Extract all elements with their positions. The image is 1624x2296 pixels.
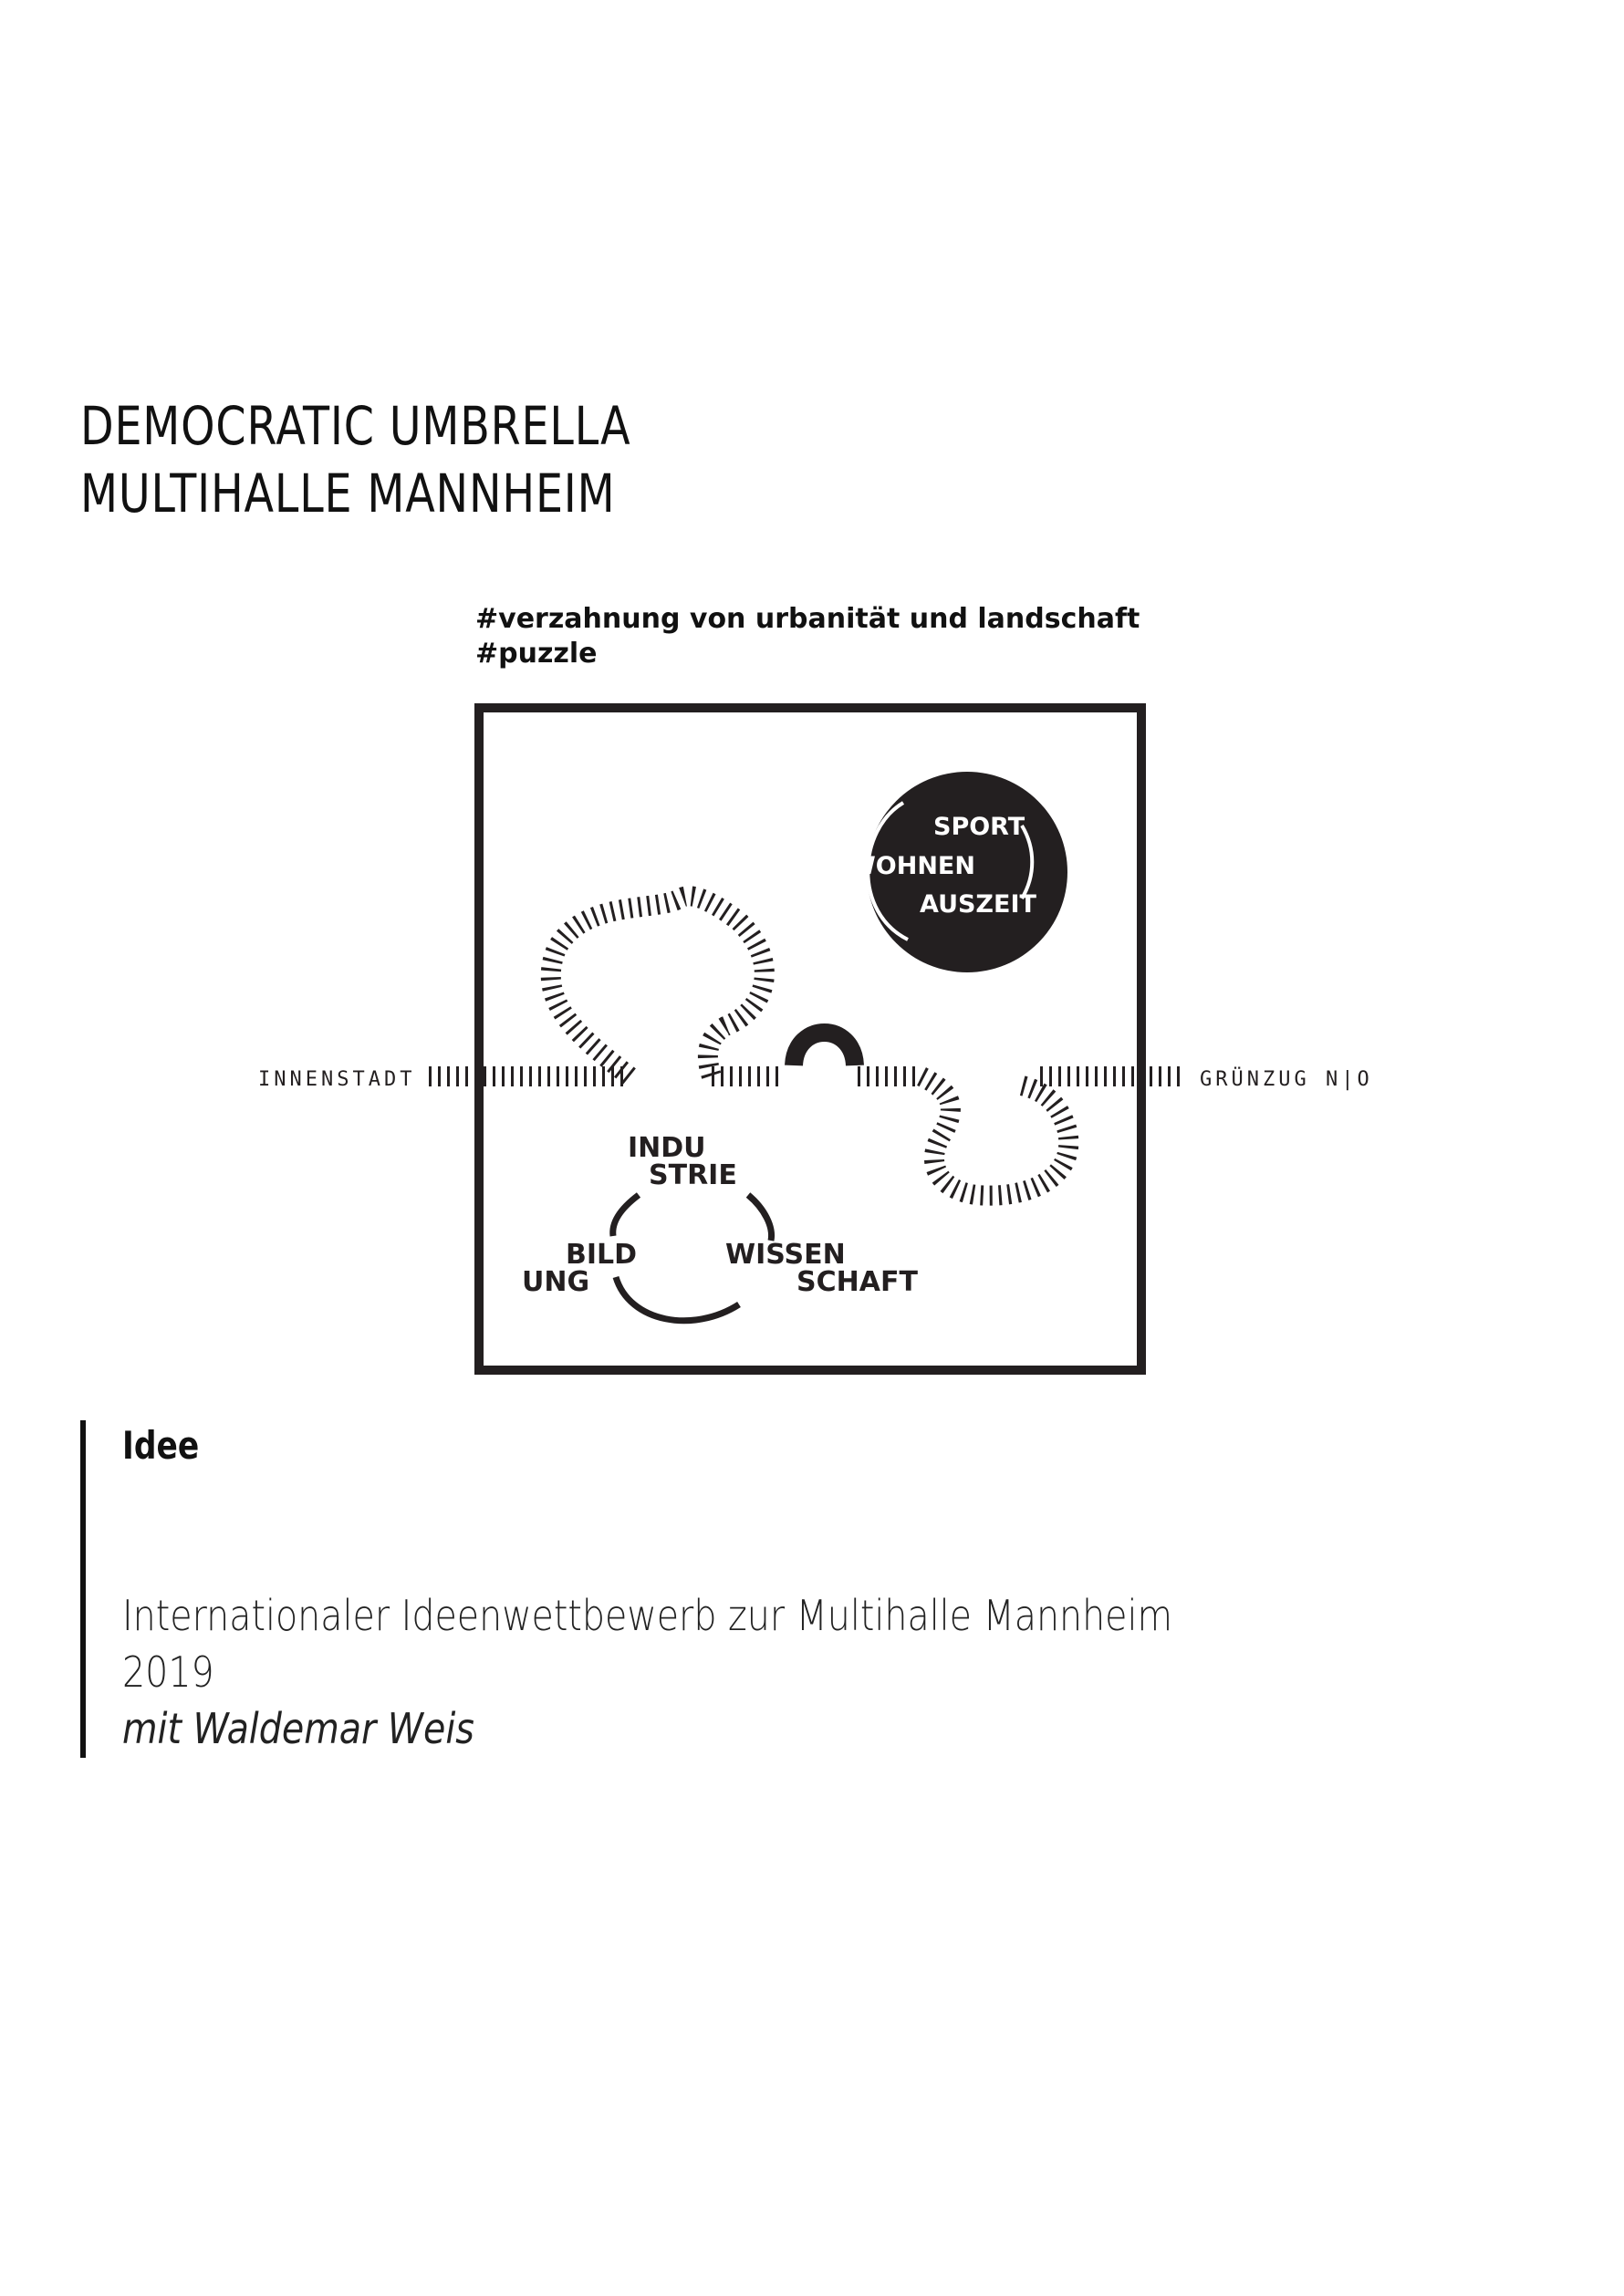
word-auszeit: AUSZEIT [920,890,1037,919]
word-ung: UNG [522,1266,589,1298]
blob-path-left [540,886,775,1085]
triad-arc-left [609,1192,641,1237]
page-title: DEMOCRATIC UMBRELLA MULTIHALLE MANNHEIM [80,392,630,527]
project-year: 2019 [122,1647,214,1697]
diagram-frame [474,703,1146,1375]
leisure-circle-ring [866,801,909,941]
section-accent-bar [80,1420,86,1758]
word-strie: STRIE [649,1159,737,1191]
blob-path-right [916,1067,1079,1206]
word-bild: BILD [566,1239,637,1271]
project-credit: mit Waldemar Weis [122,1704,474,1753]
title-line-2: MULTIHALLE MANNHEIM [80,462,616,525]
dome-shape [785,1023,864,1067]
hatched-path-group [429,886,1186,1206]
word-sport: SPORT [933,813,1025,841]
triad-arc-right [745,1192,776,1242]
word-indu: INDU [628,1132,706,1164]
leisure-circle [867,772,1067,972]
title-line-1: DEMOCRATIC UMBRELLA [80,395,631,457]
hashtag-block: #verzahnung von urbanität und landschaft… [475,602,1140,671]
hashtag-puzzle: #puzzle [475,638,598,670]
leisure-circle-ring-2 [1020,824,1035,900]
word-wissen: WISSEN [725,1239,846,1271]
project-info: Internationaler Ideenwettbewerb zur Mult… [122,1587,1172,1757]
hashtag-verzahnung: #verzahnung von urbanität und landschaft [475,603,1140,635]
triad-arc-bottom [612,1275,741,1325]
label-innenstadt: INNENSTADT [258,1068,415,1091]
word-wohnen: WOHNEN [848,852,975,880]
label-gruenzug: GRÜNZUG N|O [1200,1067,1373,1091]
word-schaft: SCHAFT [796,1266,918,1298]
competition-name: Internationaler Ideenwettbewerb zur Mult… [122,1591,1173,1640]
section-heading: Idee [122,1423,200,1468]
